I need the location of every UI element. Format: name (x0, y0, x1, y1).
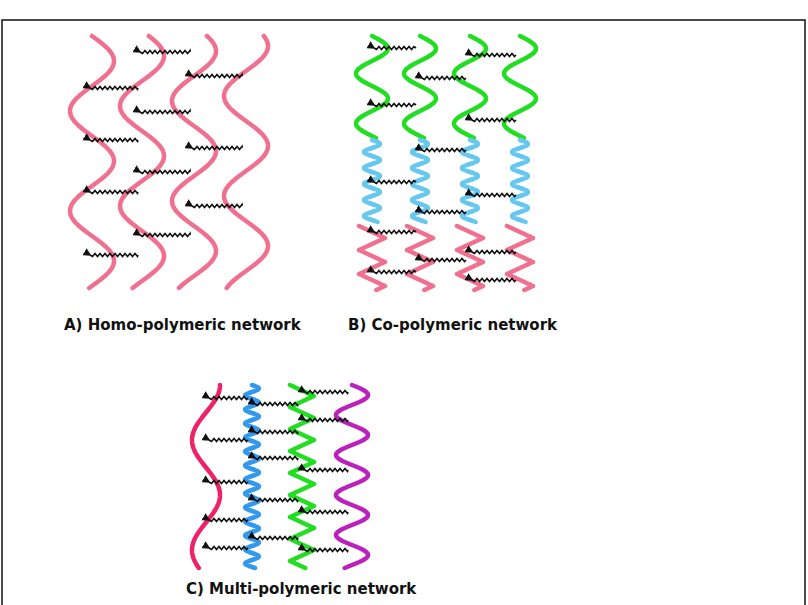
polymer-chain (404, 36, 436, 138)
crosslink (374, 47, 416, 50)
crosslink (209, 547, 248, 550)
polymer-chain (70, 36, 114, 288)
polymer-chain (245, 385, 259, 568)
panel-caption: A) Homo-polymeric network (64, 316, 301, 334)
panel-caption: C) Multi-polymeric network (186, 580, 416, 598)
crosslink (140, 171, 190, 174)
polymer-chain (504, 36, 536, 138)
crosslink (209, 439, 248, 442)
polymer-chains (70, 36, 536, 568)
crosslink (192, 147, 242, 150)
crosslink (472, 54, 516, 57)
polymer-chain (172, 36, 216, 288)
crosslink (305, 511, 348, 514)
crosslink (192, 205, 242, 208)
crosslink (422, 77, 466, 80)
crosslink (305, 391, 348, 394)
polymer-chain (120, 36, 164, 288)
panel-caption: B) Co-polymeric network (348, 316, 557, 334)
crosslink (305, 549, 348, 552)
polymer-chain (336, 385, 368, 568)
polymer-chain (454, 36, 486, 138)
crosslink (255, 499, 298, 502)
crosslink (422, 149, 466, 152)
crosslink (422, 259, 466, 262)
polymer-chain (359, 226, 385, 290)
crosslink (140, 51, 190, 54)
crosslink (472, 251, 516, 254)
crosslinks (90, 47, 516, 552)
crosslink (209, 397, 248, 400)
crosslink (90, 191, 138, 194)
figure-border (2, 20, 805, 605)
crosslink (422, 211, 466, 214)
crosslink (90, 139, 138, 142)
crosslink (192, 75, 242, 78)
crosslink (209, 519, 248, 522)
crosslink (255, 403, 298, 406)
polymer-chain (356, 36, 388, 138)
crosslink (209, 481, 248, 484)
crosslink (472, 194, 516, 197)
crosslink (374, 271, 416, 274)
crosslink (472, 119, 516, 122)
crosslink (90, 87, 138, 90)
polymer-chain (512, 140, 528, 222)
crosslink (140, 234, 190, 237)
polymer-chain (407, 226, 433, 290)
polymer-chain (290, 385, 314, 568)
crosslink (255, 457, 298, 460)
polymer-chain (192, 385, 220, 568)
crosslink (140, 111, 190, 114)
crosslink (374, 181, 416, 184)
crosslink (90, 254, 138, 257)
crosslink (305, 469, 348, 472)
crosslink (255, 537, 298, 540)
crosslink (305, 419, 348, 422)
crosslink (255, 431, 298, 434)
crosslink (374, 231, 416, 234)
crosslink (374, 104, 416, 107)
polymer-chain (224, 36, 268, 288)
crosslink (472, 279, 516, 282)
